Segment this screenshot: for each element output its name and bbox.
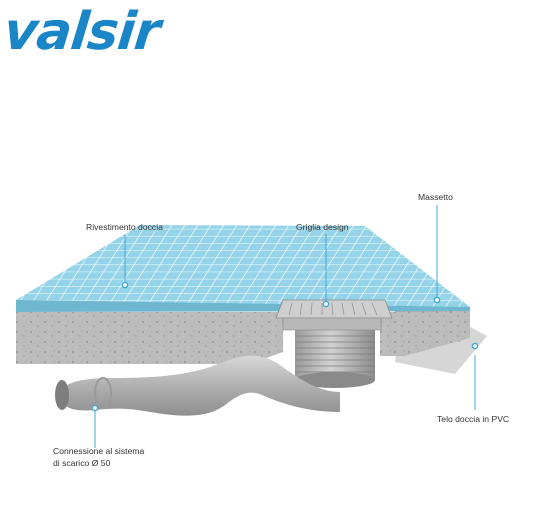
grille-frame <box>282 317 382 331</box>
design-grille <box>275 299 393 319</box>
grille-slots <box>288 302 378 316</box>
pipe-outlet <box>55 380 69 410</box>
label-telo-doccia: Telo doccia in PVC <box>437 414 509 424</box>
tile-surface <box>16 225 470 310</box>
drain-ribs <box>295 335 375 373</box>
label-connessione-line2: di scarico Ø 50 <box>53 458 111 468</box>
concrete-slab-left <box>16 312 283 364</box>
leader-dots <box>91 281 479 412</box>
leader-lines <box>94 205 476 448</box>
discharge-pipe <box>60 355 340 416</box>
label-griglia-design: Griglia design <box>296 222 349 232</box>
label-rivestimento-doccia: Rivestimento doccia <box>86 222 163 232</box>
label-massetto: Massetto <box>418 192 453 202</box>
label-connessione-line1: Connessione al sistema <box>53 446 144 456</box>
concrete-slab-right <box>380 311 470 356</box>
pipe-collar <box>94 377 112 409</box>
drain-bottom <box>295 372 375 388</box>
